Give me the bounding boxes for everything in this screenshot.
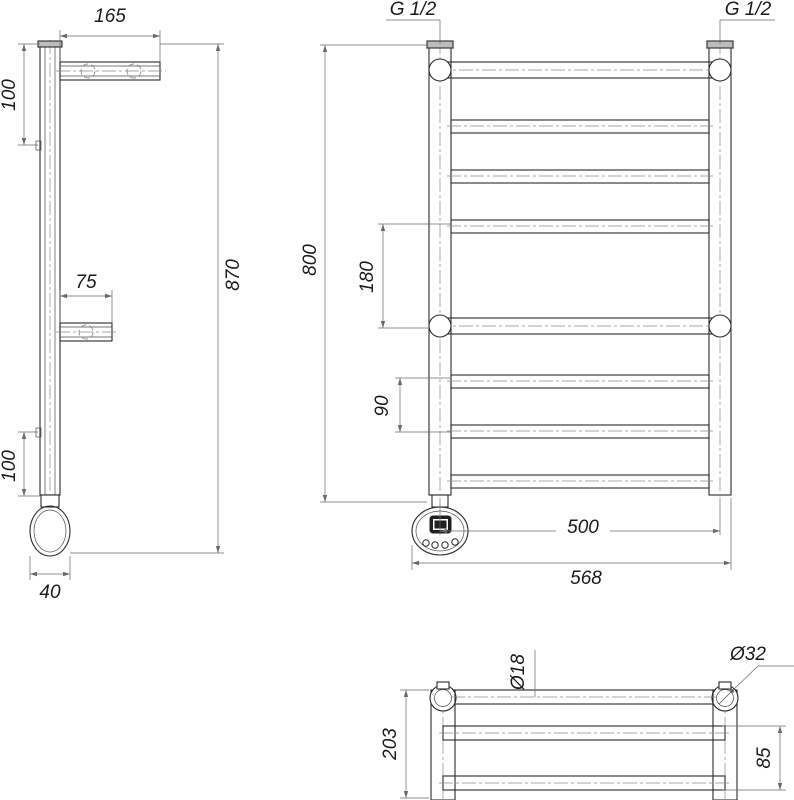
bottom-tube-2 <box>439 725 729 741</box>
front-rung-1 <box>428 58 732 82</box>
front-view: G 1/2 G 1/2 800 <box>300 0 775 589</box>
dim-85-label: 85 <box>754 747 775 769</box>
front-rung-1-joint-left <box>428 58 452 82</box>
control-button-2[interactable] <box>431 541 439 549</box>
dim-75-label: 75 <box>75 272 97 293</box>
dim-203-label: 203 <box>380 728 401 761</box>
lcd-display-segment <box>434 520 447 529</box>
dim-800 <box>320 44 427 503</box>
dim-90 <box>395 377 451 433</box>
bottom-tube-3 <box>439 775 729 791</box>
front-rung-5 <box>428 314 732 338</box>
side-view: 165 100 870 <box>0 6 244 603</box>
front-rung-8 <box>447 474 713 489</box>
front-rung-5-joint-right <box>708 314 732 338</box>
dim-75 <box>59 290 113 323</box>
dim-500-label-text: 500 <box>567 517 599 538</box>
front-rung-6 <box>447 374 713 389</box>
bottom-post-left-cap <box>436 681 450 690</box>
side-post-stub-upper <box>35 140 42 151</box>
control-button-4[interactable] <box>451 538 459 546</box>
dim-568-label: 568 <box>570 568 602 589</box>
front-rung-7 <box>447 424 713 439</box>
label-d18: Ø18 <box>508 654 529 691</box>
dim-100-upper <box>18 43 40 146</box>
leader-g12-left <box>386 19 441 44</box>
dim-180-label: 180 <box>357 261 378 293</box>
dim-40-label: 40 <box>39 582 61 603</box>
front-rung-1-joint-right <box>708 58 732 82</box>
leader-g12-right <box>719 19 775 44</box>
side-bracket-lower-hole <box>78 324 94 340</box>
control-button-1[interactable] <box>422 539 430 547</box>
side-bracket-hole-1 <box>80 63 96 79</box>
dim-870 <box>70 43 224 554</box>
leader-d32 <box>730 665 794 693</box>
dim-100-lower <box>18 431 40 497</box>
front-rung-5-joint-left <box>428 314 452 338</box>
dim-100-lower-label: 100 <box>0 450 20 482</box>
dim-165 <box>59 30 161 62</box>
dim-800-label: 800 <box>300 244 321 276</box>
side-bracket-hole-2 <box>126 63 142 79</box>
front-rung-3 <box>447 169 713 184</box>
dim-85 <box>722 725 786 791</box>
control-button-3[interactable] <box>441 541 449 549</box>
bottom-tube-1 <box>451 689 717 705</box>
side-top-cap <box>37 40 63 48</box>
front-rung-2 <box>447 119 713 134</box>
bottom-view: Ø18 Ø32 203 <box>380 644 794 800</box>
dim-165-label: 165 <box>94 6 126 27</box>
label-d32: Ø32 <box>729 644 766 665</box>
dim-180 <box>378 223 451 329</box>
side-post-stub-lower <box>35 427 42 438</box>
dim-203 <box>400 689 429 799</box>
front-rung-4 <box>447 219 713 234</box>
dim-90-label: 90 <box>372 395 393 417</box>
bottom-post-right-cap <box>718 681 732 690</box>
dim-870-label: 870 <box>223 259 244 291</box>
dim-40 <box>29 556 71 580</box>
label-g12-right: G 1/2 <box>725 0 772 20</box>
side-foot-collar <box>40 494 60 508</box>
dim-568 <box>411 498 732 570</box>
side-foot-elbow-outer <box>29 505 71 557</box>
side-foot-elbow-inner <box>33 509 67 553</box>
label-g12-left: G 1/2 <box>390 0 437 20</box>
dim-100-upper-label: 100 <box>0 79 20 111</box>
